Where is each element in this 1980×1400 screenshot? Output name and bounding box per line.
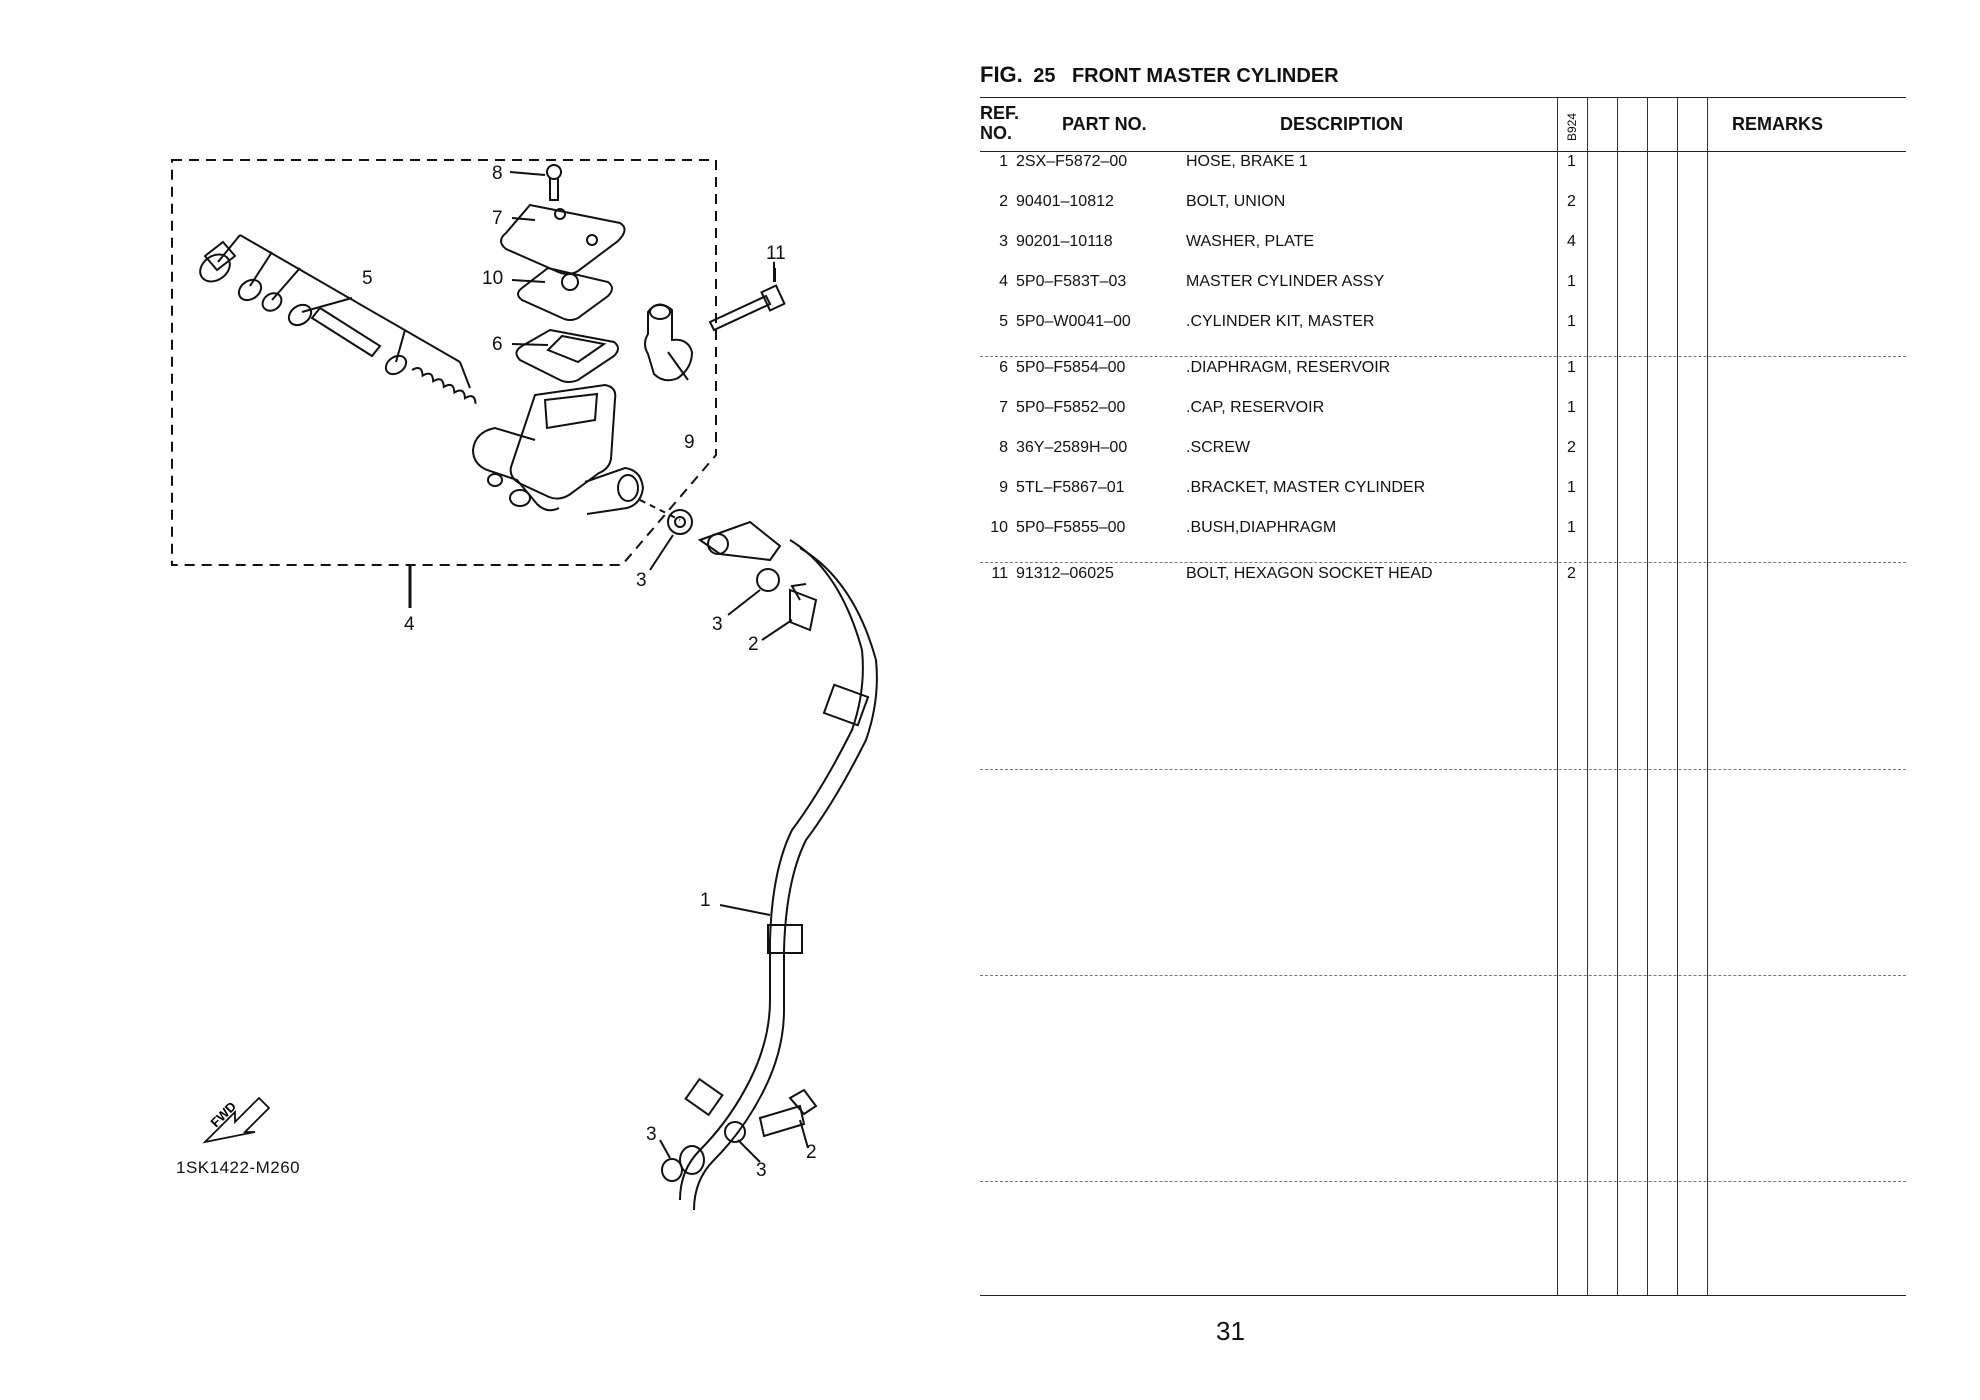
row-4-qty: 1 (1567, 273, 1576, 290)
row-8-qty: 2 (1567, 439, 1576, 456)
row-10-qty: 1 (1567, 519, 1576, 536)
group-separator (980, 1181, 1906, 1182)
callout-4: 4 (404, 614, 415, 635)
parts-table: REF. NO. PART NO. DESCRIPTION B924 REMAR… (980, 97, 1906, 1297)
header-bottom-rule (980, 151, 1906, 152)
row-10-part-no: 5P0–F5855–00 (1016, 519, 1126, 536)
figure-number: 25 (1033, 65, 1056, 87)
row-7-part-no: 5P0–F5852–00 (1016, 399, 1126, 416)
qty-column-rule (1617, 97, 1618, 1295)
row-5-ref: 5 (999, 313, 1008, 330)
row-2-ref: 2 (999, 193, 1008, 210)
row-11-part-no: 91312–06025 (1016, 565, 1114, 582)
drawing-code: 1SK1422-M260 (176, 1158, 301, 1177)
group-separator (980, 562, 1906, 563)
row-4-description: MASTER CYLINDER ASSY (1186, 273, 1385, 290)
row-1-part-no: 2SX–F5872–00 (1016, 153, 1128, 170)
callout-10: 10 (482, 268, 504, 289)
row-9-part-no: 5TL–F5867–01 (1016, 479, 1125, 496)
table-top-rule (980, 97, 1906, 98)
row-6-qty: 1 (1567, 359, 1576, 376)
callout-3c: 3 (646, 1124, 657, 1145)
assembly-boundary (171, 159, 717, 566)
callout-3b: 3 (712, 614, 723, 635)
qty-column-rule (1677, 97, 1678, 1295)
row-2-part-no: 90401–10812 (1016, 193, 1114, 210)
callout-6: 6 (492, 334, 503, 355)
figure-title: FRONT MASTER CYLINDER (1071, 65, 1339, 87)
row-8-ref: 8 (999, 439, 1008, 456)
row-7-description: .CAP, RESERVOIR (1186, 399, 1325, 416)
row-11-description: BOLT, HEXAGON SOCKET HEAD (1186, 565, 1433, 582)
page-number: 31 (1216, 1316, 1245, 1346)
row-5-description: .CYLINDER KIT, MASTER (1186, 313, 1375, 330)
header-description: DESCRIPTION (1280, 114, 1404, 134)
group-separator (980, 356, 1906, 357)
group-separator (980, 769, 1906, 770)
callout-3a: 3 (636, 570, 647, 591)
figure-header: FIG. 25 FRONT MASTER CYLINDER (980, 62, 1339, 88)
callout-5: 5 (362, 268, 373, 289)
exploded-parts-diagram: FWD 8 7 10 6 5 11 9 3 4 3 2 1 3 3 2 1SK1… (0, 0, 980, 1400)
qty-column-rule (1587, 97, 1588, 1295)
remarks-column-rule (1707, 97, 1708, 1295)
row-3-part-no: 90201–10118 (1016, 233, 1113, 250)
table-bottom-rule (980, 1295, 1906, 1296)
row-3-ref: 3 (999, 233, 1008, 250)
row-4-part-no: 5P0–F583T–03 (1016, 273, 1127, 290)
row-2-description: BOLT, UNION (1186, 193, 1286, 210)
row-5-qty: 1 (1567, 313, 1576, 330)
row-1-qty: 1 (1567, 153, 1576, 170)
header-ref-no: REF. NO. (980, 103, 1020, 143)
header-part-no: PART NO. (1062, 114, 1147, 134)
row-9-description: .BRACKET, MASTER CYLINDER (1186, 479, 1426, 496)
group-separator (980, 975, 1906, 976)
qty-column-rule (1557, 97, 1558, 1295)
row-10-ref: 10 (990, 519, 1008, 536)
row-9-ref: 9 (999, 479, 1008, 496)
callout-9: 9 (684, 432, 695, 453)
row-1-description: HOSE, BRAKE 1 (1186, 153, 1308, 170)
row-5-part-no: 5P0–W0041–00 (1016, 313, 1131, 330)
row-3-description: WASHER, PLATE (1186, 233, 1315, 250)
callout-7: 7 (492, 208, 503, 229)
row-6-ref: 6 (999, 359, 1008, 376)
row-8-part-no: 36Y–2589H–00 (1016, 439, 1128, 456)
row-1-ref: 1 (999, 153, 1008, 170)
row-7-ref: 7 (999, 399, 1008, 416)
callout-2a: 2 (748, 634, 759, 655)
row-2-qty: 2 (1567, 193, 1576, 210)
callout-3d: 3 (756, 1160, 767, 1181)
row-3-qty: 4 (1567, 233, 1576, 250)
diagram-drawing: FWD (171, 159, 878, 1211)
qty-column-rule (1647, 97, 1648, 1295)
row-4-ref: 4 (999, 273, 1008, 290)
callout-1: 1 (700, 890, 711, 911)
row-10-description: .BUSH,DIAPHRAGM (1186, 519, 1337, 536)
header-remarks: REMARKS (1732, 114, 1824, 134)
row-7-qty: 1 (1567, 399, 1576, 416)
row-8-description: .SCREW (1186, 439, 1250, 456)
row-9-qty: 1 (1567, 479, 1576, 496)
row-11-ref: 11 (991, 565, 1008, 582)
callout-8: 8 (492, 163, 503, 184)
row-11-qty: 2 (1567, 565, 1576, 582)
figure-label: FIG. (980, 62, 1023, 87)
callout-11: 11 (766, 243, 786, 264)
row-6-part-no: 5P0–F5854–00 (1016, 359, 1126, 376)
row-6-description: .DIAPHRAGM, RESERVOIR (1186, 359, 1391, 376)
callout-2b: 2 (806, 1142, 817, 1163)
header-model-code: B924 (1565, 112, 1579, 141)
